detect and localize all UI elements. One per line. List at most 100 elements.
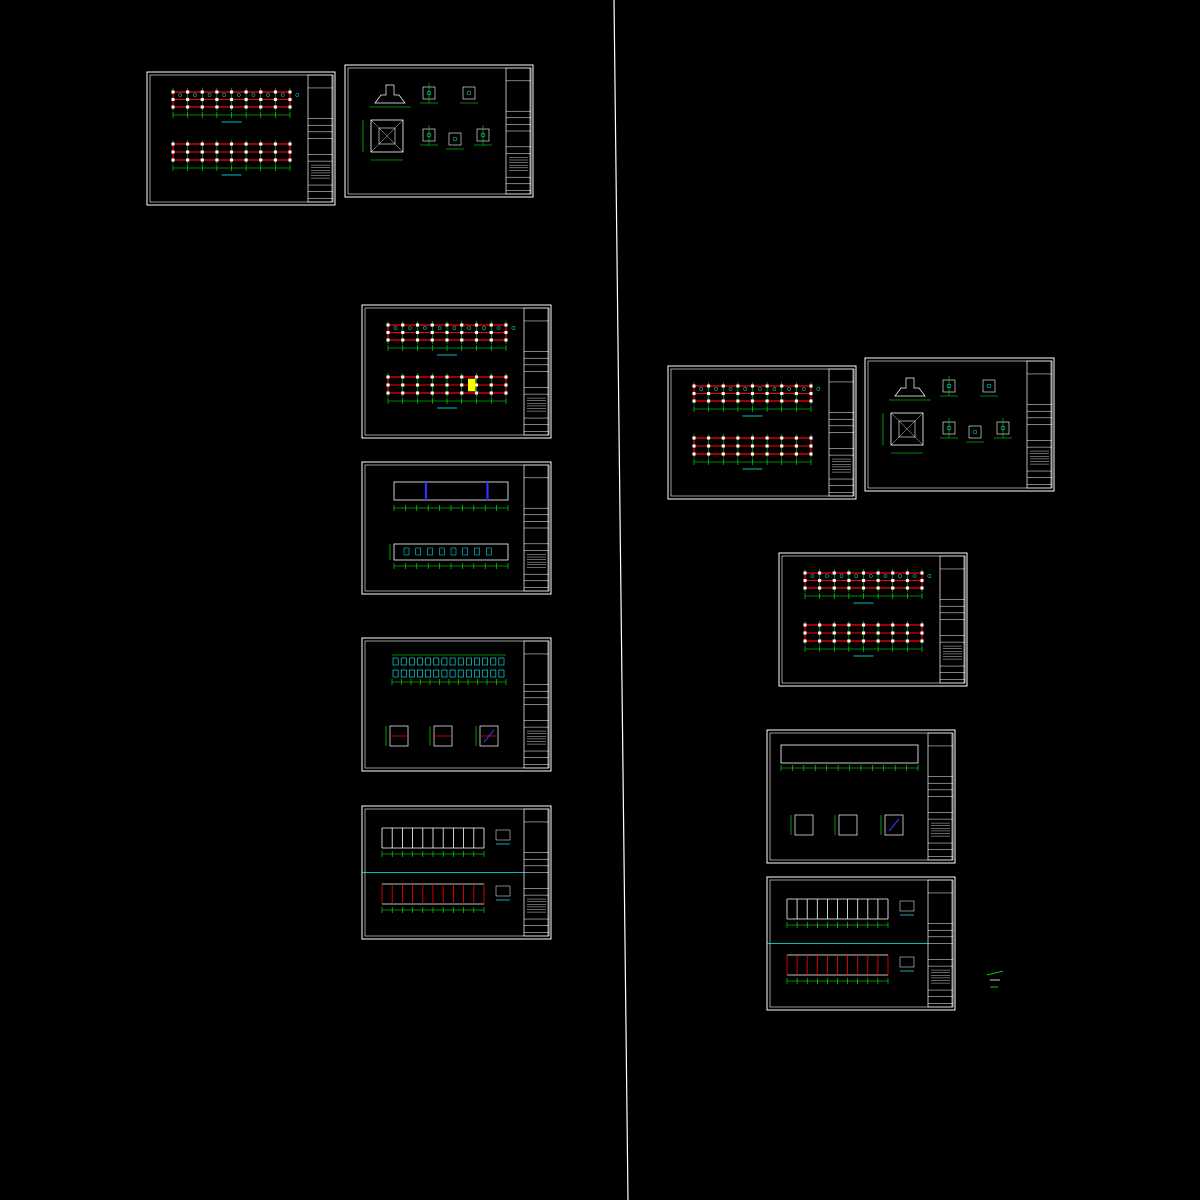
footing-diagonal <box>890 412 924 446</box>
window-mark <box>427 547 433 556</box>
pile-cap-mark <box>816 387 821 391</box>
column-mark <box>244 142 248 146</box>
column-mark <box>259 158 263 162</box>
sheet-left-roof-elevation[interactable] <box>361 461 552 595</box>
column-mark <box>847 639 851 643</box>
sheet-left-floor-framing[interactable] <box>361 304 552 439</box>
column-mark <box>750 384 755 388</box>
sheet-right-foundation-details[interactable] <box>864 357 1055 492</box>
column-mark <box>215 158 219 162</box>
column-mark <box>832 578 836 583</box>
loose-detail-fragment[interactable] <box>986 970 1004 988</box>
column-mark <box>200 150 204 154</box>
column-mark <box>721 391 725 396</box>
column-mark <box>750 452 755 456</box>
slab-panel <box>490 657 497 666</box>
pile-cap-mark <box>236 93 241 97</box>
column-mark <box>386 391 390 395</box>
slab-panel <box>425 657 432 666</box>
pile-cap-mark <box>898 574 902 578</box>
column-mark <box>707 391 711 396</box>
column-mark <box>489 383 493 387</box>
column-mark <box>200 97 204 102</box>
column-mark <box>847 586 851 590</box>
column-mark <box>273 150 277 154</box>
section-detail <box>838 814 858 836</box>
frame-legend <box>495 885 511 897</box>
pile-cap-mark <box>467 326 471 330</box>
sheet-left-foundation-details[interactable] <box>344 64 534 198</box>
column-mark <box>832 631 836 635</box>
column-mark <box>474 323 479 327</box>
slab-panel <box>400 657 407 666</box>
column-mark <box>920 631 924 635</box>
pile-cap-mark <box>295 93 300 97</box>
footing-outline <box>890 412 924 446</box>
column-mark <box>803 578 807 583</box>
column-mark <box>430 323 434 327</box>
column-mark <box>171 150 175 154</box>
pile-cap-mark <box>251 93 256 97</box>
window-mark <box>462 547 468 556</box>
column-mark <box>489 323 493 327</box>
column-mark <box>386 323 390 327</box>
column-mark <box>794 452 798 456</box>
pile-cap-mark <box>482 326 486 330</box>
column-mark <box>273 97 277 102</box>
pile-cap-mark <box>437 326 442 330</box>
column-mark <box>288 150 292 154</box>
column-mark <box>861 586 866 590</box>
sheet-right-foundation-plan[interactable] <box>667 365 857 500</box>
column-mark <box>401 391 405 395</box>
column-mark <box>474 330 479 335</box>
column-mark <box>876 586 880 590</box>
slab-panel <box>474 657 480 666</box>
sheet-left-slab-reinforcement[interactable] <box>361 637 552 772</box>
slab-panel <box>417 669 423 678</box>
column-mark <box>707 399 711 403</box>
footing-pedestal <box>378 127 396 145</box>
pile-cap-mark <box>728 387 733 391</box>
slab-panel <box>474 669 480 678</box>
building-elevation <box>393 543 509 561</box>
sheet-left-frame-elevations[interactable] <box>361 805 552 940</box>
column-mark <box>891 571 895 575</box>
sheet-right-roof-sections[interactable] <box>766 729 956 864</box>
slab-panel <box>408 669 415 678</box>
column-mark <box>186 105 190 109</box>
column-mark <box>707 452 711 456</box>
column-mark <box>244 158 248 162</box>
sheet-right-floor-framing[interactable] <box>778 552 968 687</box>
column-mark <box>229 97 234 102</box>
column-mark <box>765 384 769 388</box>
column-mark <box>736 384 740 388</box>
column-mark <box>259 150 263 154</box>
column-mark <box>707 384 711 388</box>
window-mark <box>486 547 492 556</box>
column-mark <box>809 444 813 448</box>
pile-cap-mark <box>393 326 398 330</box>
column-mark <box>803 631 807 635</box>
column-mark <box>259 142 263 146</box>
sheet-right-frame-elevations[interactable] <box>766 876 956 1011</box>
column-mark <box>780 391 784 396</box>
column-mark <box>445 375 449 379</box>
slab-panel <box>449 657 456 666</box>
sheet-left-foundation-plan[interactable] <box>146 71 336 206</box>
pile-cap-mark <box>178 93 183 97</box>
column-mark <box>200 158 204 162</box>
slab-panel <box>482 657 489 666</box>
section-detail <box>884 814 904 836</box>
column-mark <box>809 436 813 440</box>
column-mark <box>905 623 909 627</box>
window-mark <box>474 547 480 556</box>
column-mark <box>721 384 725 388</box>
bar-mark <box>426 90 432 96</box>
column-mark <box>794 391 798 396</box>
pile-cap-mark <box>280 93 285 97</box>
pile-cap-mark <box>787 387 791 391</box>
column-mark <box>891 578 895 583</box>
column-mark <box>288 158 292 162</box>
pile-cap-mark <box>854 574 859 578</box>
